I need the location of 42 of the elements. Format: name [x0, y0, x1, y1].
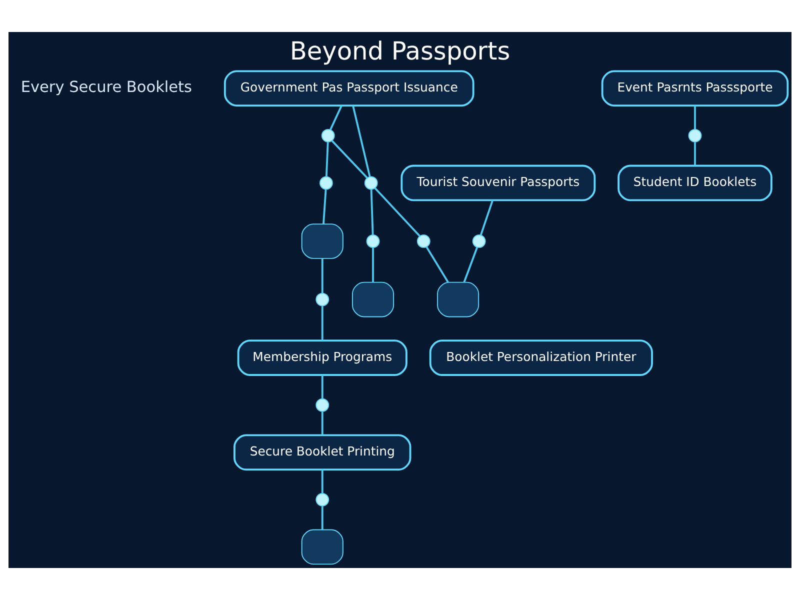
connector	[374, 187, 421, 237]
node-circle	[366, 234, 380, 248]
connector	[480, 200, 494, 236]
node-box: Membership Programs	[237, 340, 408, 376]
node-box: Government Pas Passport Issuance	[224, 70, 474, 107]
connector	[426, 246, 449, 283]
node-circle	[316, 292, 330, 306]
node-box	[301, 224, 344, 259]
connector	[321, 375, 324, 399]
label: Every Secure Booklets	[20, 78, 192, 96]
connector	[325, 142, 329, 177]
node-circle	[472, 234, 486, 248]
node-circle	[320, 176, 333, 190]
node-box: Booklet Personalization Printer	[429, 340, 653, 376]
connector	[694, 106, 696, 130]
connector	[372, 248, 374, 282]
connector	[321, 506, 324, 530]
connector	[321, 258, 324, 294]
connector	[321, 470, 324, 494]
connector	[370, 190, 374, 236]
node-box	[301, 529, 344, 565]
node-box: Event Pasrnts Passsporte	[601, 70, 789, 107]
node-circle	[416, 234, 430, 248]
connector	[322, 189, 327, 224]
node-box: Secure Booklet Printing	[234, 434, 412, 471]
connector	[694, 142, 696, 166]
node-box	[352, 282, 394, 318]
node-circle	[316, 398, 330, 412]
connector	[321, 412, 324, 435]
node-box	[437, 282, 480, 318]
connector	[352, 106, 371, 177]
connector	[463, 247, 478, 283]
connector	[321, 306, 324, 341]
node-box: Student ID Booklets	[618, 164, 772, 202]
node-circle	[321, 128, 335, 142]
diagram-title: Beyond Passports	[290, 36, 510, 66]
connector	[330, 105, 342, 130]
node-circle	[364, 176, 378, 190]
connector	[331, 140, 368, 179]
node-circle	[316, 493, 330, 506]
node-circle	[688, 128, 702, 142]
node-box: Tourist Souvenir Passports	[400, 164, 596, 202]
